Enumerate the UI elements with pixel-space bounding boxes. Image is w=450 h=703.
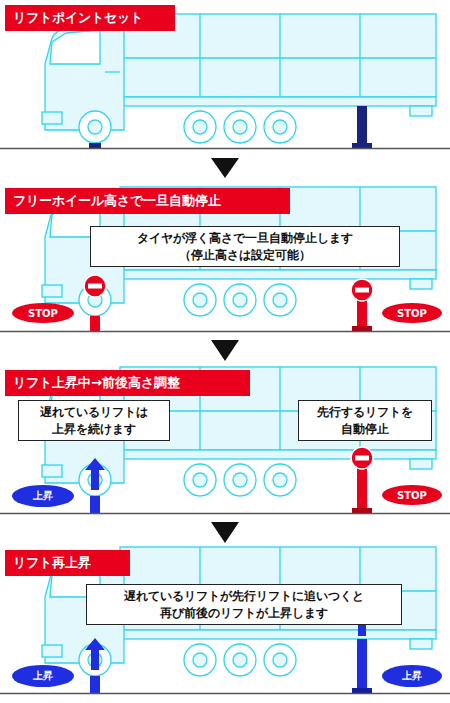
rear-lift bbox=[357, 106, 367, 148]
heading-text: リフトポイントセット bbox=[13, 9, 143, 27]
label-text: STOP bbox=[397, 308, 427, 319]
step-triangle bbox=[211, 158, 239, 178]
label-text: 先行するリフトを 自動停止 bbox=[305, 404, 425, 436]
label-text: STOP bbox=[28, 308, 58, 319]
callout-box: 遅れているリフトは 上昇を続けます bbox=[18, 400, 170, 441]
rear-lift-base bbox=[352, 688, 372, 693]
stop-sign bbox=[351, 447, 373, 469]
rear-lift bbox=[357, 639, 367, 693]
front-lift bbox=[90, 676, 100, 693]
label-text: STOP bbox=[397, 490, 427, 501]
heading-text: フリーホイール高さで一旦自動停止 bbox=[13, 192, 221, 210]
stop-sign bbox=[351, 279, 373, 301]
status-ellipse: STOP bbox=[12, 303, 74, 323]
label-text: 遅れているリフトは 上昇を続けます bbox=[25, 404, 163, 436]
step-heading: リフト上昇中→前後高さ調整 bbox=[5, 370, 250, 396]
label-text: 上昇 bbox=[402, 669, 422, 683]
stop-sign bbox=[84, 275, 106, 297]
label-text: タイヤが浮く高さで一旦自動停止します bbox=[137, 230, 353, 246]
status-ellipse: 上昇 bbox=[382, 665, 442, 687]
callout-box: 先行するリフトを 自動停止 bbox=[298, 400, 432, 441]
step-triangle bbox=[211, 522, 239, 543]
callout-box: タイヤが浮く高さで一旦自動停止します（停止高さは設定可能） bbox=[90, 226, 400, 267]
ground-line bbox=[0, 693, 450, 695]
up-arrow bbox=[85, 458, 105, 490]
rear-lift-base bbox=[352, 508, 372, 513]
heading-text: リフト再上昇 bbox=[13, 554, 91, 572]
step-triangle bbox=[211, 340, 239, 361]
up-arrow bbox=[85, 638, 105, 670]
step-heading: フリーホイール高さで一旦自動停止 bbox=[5, 188, 290, 214]
step-heading: リフト再上昇 bbox=[5, 550, 130, 576]
label-text: 遅れているリフトが先行リフトに追いつくと 再び前後のリフトが上昇します bbox=[93, 588, 395, 620]
status-ellipse: STOP bbox=[382, 303, 442, 323]
label-text: （停止高さは設定可能） bbox=[179, 247, 311, 263]
status-ellipse: 上昇 bbox=[12, 665, 74, 687]
status-ellipse: 上昇 bbox=[12, 485, 74, 507]
callout-box: 遅れているリフトが先行リフトに追いつくと 再び前後のリフトが上昇します bbox=[86, 584, 402, 625]
label-text: 上昇 bbox=[33, 489, 53, 503]
ground-line bbox=[0, 513, 450, 515]
front-lift bbox=[90, 316, 100, 331]
ground-line bbox=[0, 331, 450, 333]
step-heading: リフトポイントセット bbox=[5, 5, 175, 31]
rear-lift-base bbox=[352, 143, 372, 148]
truck bbox=[42, 14, 436, 143]
front-lift bbox=[90, 496, 100, 513]
rear-lift-base bbox=[352, 326, 372, 331]
ground-line bbox=[0, 148, 450, 150]
status-ellipse: STOP bbox=[382, 485, 442, 505]
front-lift-pad bbox=[89, 143, 101, 148]
heading-text: リフト上昇中→前後高さ調整 bbox=[13, 374, 180, 392]
label-text: 上昇 bbox=[33, 669, 53, 683]
